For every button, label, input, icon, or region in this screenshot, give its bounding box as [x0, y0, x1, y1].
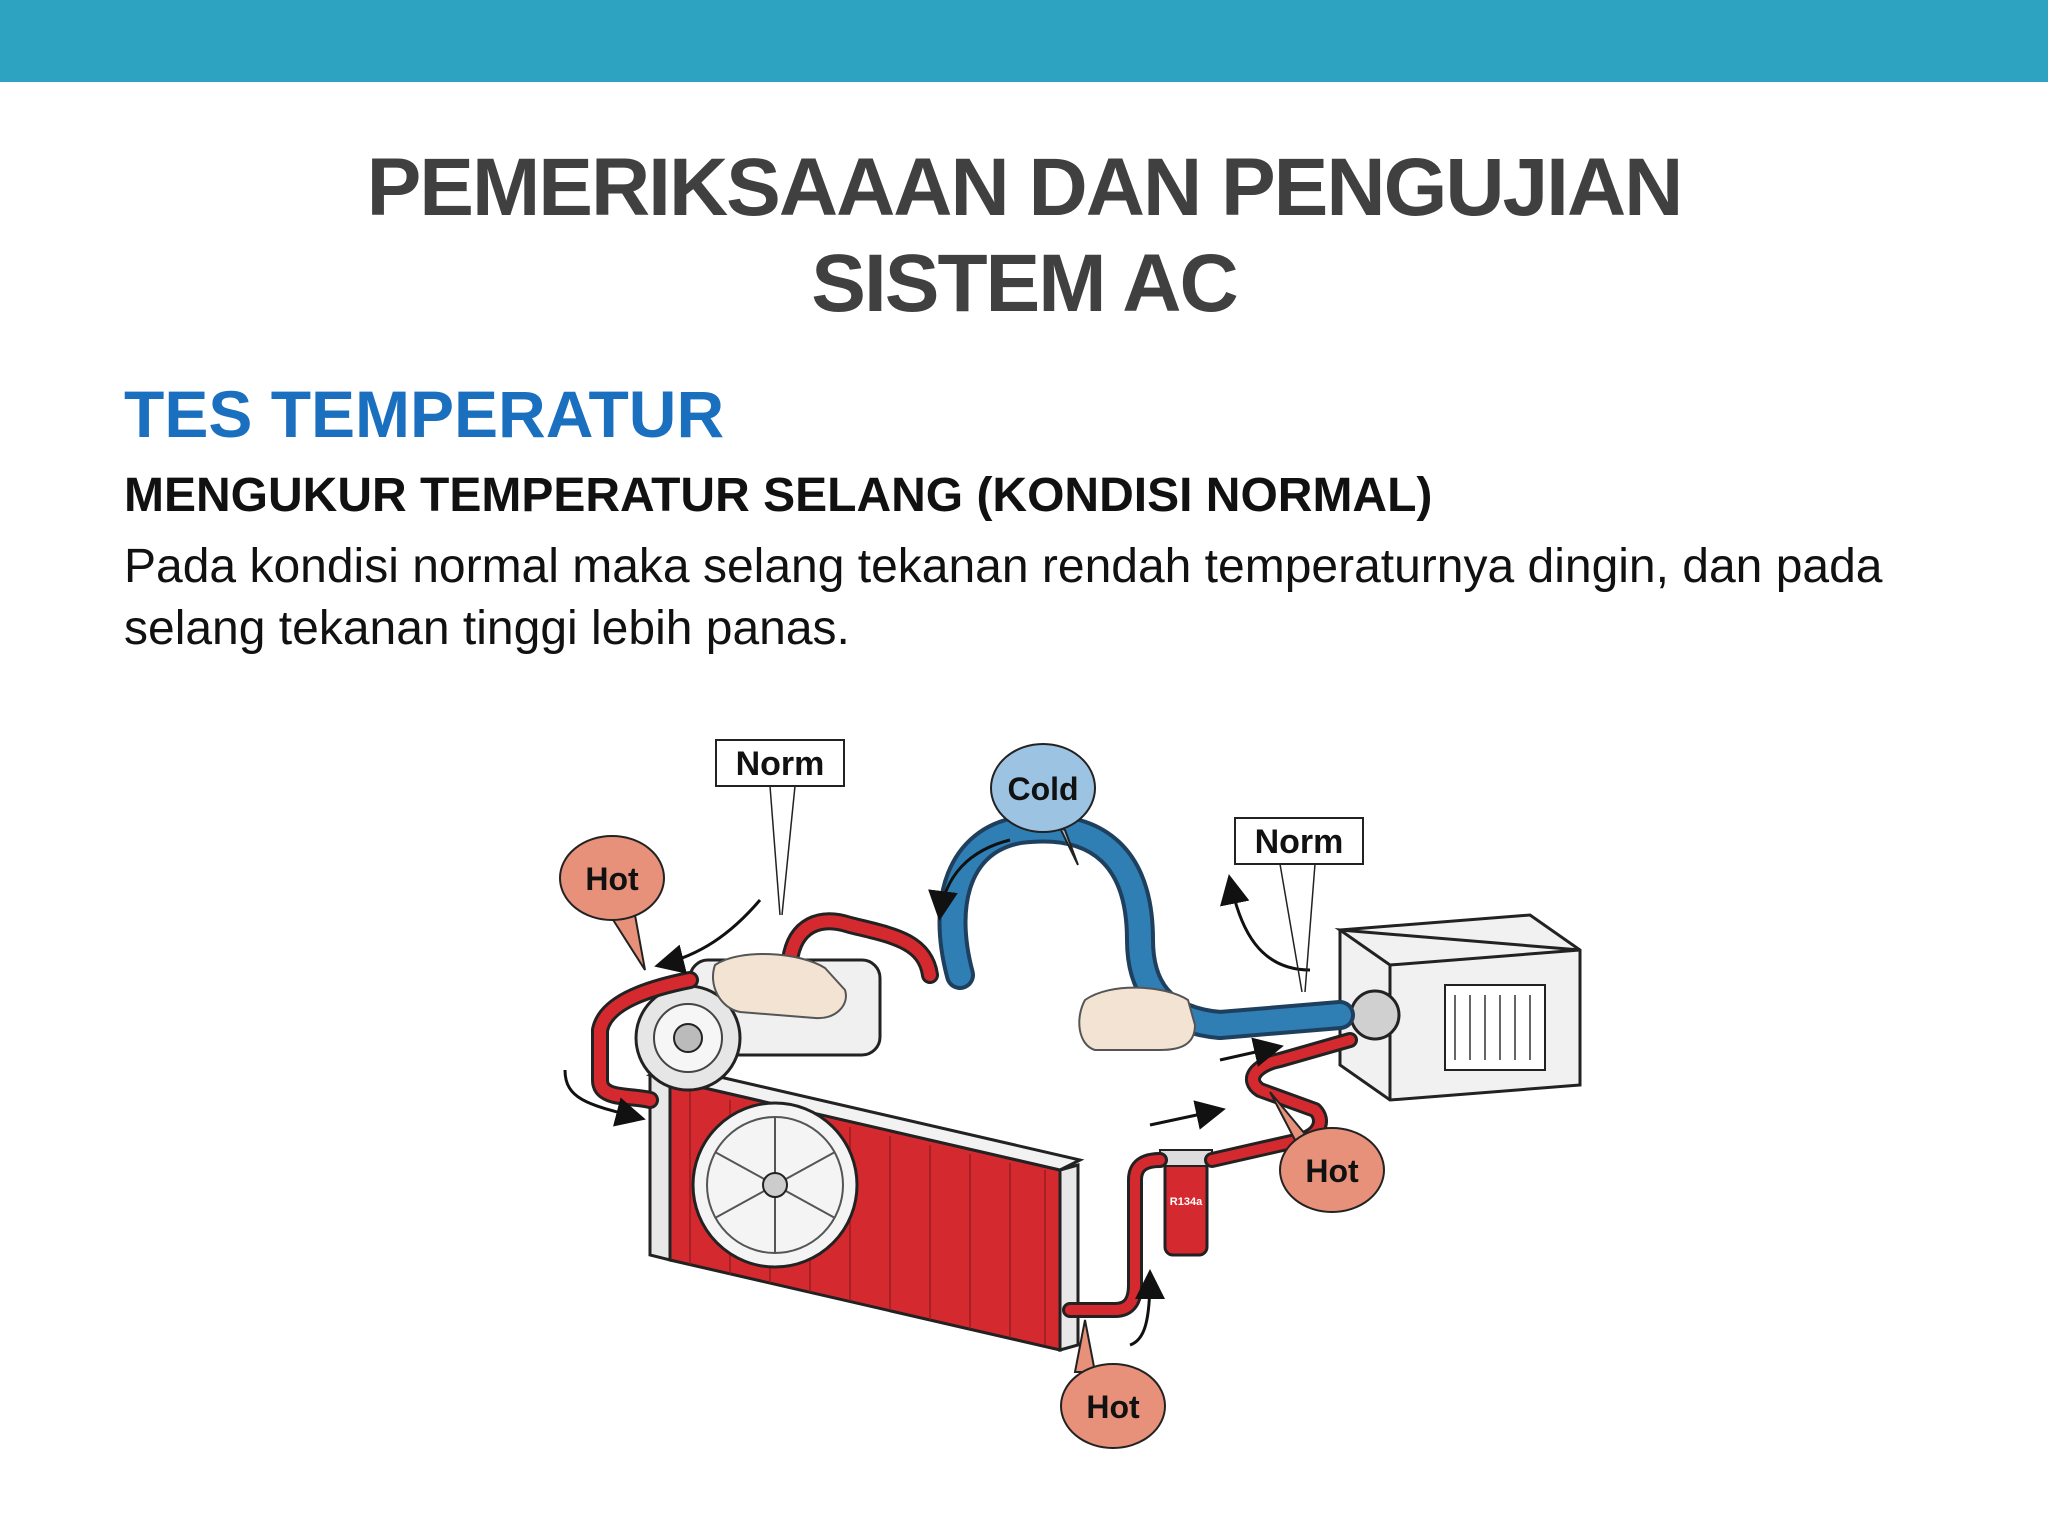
bubble-hot-left: Hot: [559, 835, 665, 971]
norm-pointer-lines: [769, 785, 1316, 993]
fan-icon: [691, 1101, 859, 1269]
bubble-hot-right: Hot: [1269, 1091, 1385, 1213]
evaporator-unit-icon: [1334, 913, 1582, 1102]
bubble-hot-bottom: Hot: [1060, 1319, 1166, 1449]
ac-system-diagram: R134a Norm: [540, 720, 1600, 1460]
section-heading: TES TEMPERATUR: [124, 377, 725, 451]
bubble-hot-right-text: Hot: [1305, 1153, 1359, 1189]
slide-title-line-2: SISTEM AC: [811, 238, 1238, 329]
slide-title: PEMERIKSAAAN DAN PENGUJIAN SISTEM AC: [0, 140, 2048, 332]
receiver-dryer-icon: R134a: [1159, 1149, 1213, 1257]
section-subheading: MENGUKUR TEMPERATUR SELANG (KONDISI NORM…: [124, 469, 1433, 522]
ac-system-illustration: R134a Norm: [559, 739, 1582, 1449]
hand-right-icon: [1078, 986, 1197, 1051]
bubble-hot-bottom-text: Hot: [1086, 1389, 1140, 1425]
bubble-hot-left-text: Hot: [585, 861, 639, 897]
label-norm-left-text: Norm: [736, 745, 825, 783]
bubble-cold-text: Cold: [1007, 771, 1078, 807]
hand-left-icon: [712, 952, 847, 1020]
label-norm-right-text: Norm: [1255, 823, 1344, 861]
slide-title-line-1: PEMERIKSAAAN DAN PENGUJIAN: [366, 142, 1684, 233]
top-accent-bar: [0, 0, 2048, 82]
label-norm-left: Norm: [715, 739, 845, 787]
flow-arrows: [563, 838, 1311, 1347]
bubble-cold: Cold: [990, 743, 1096, 866]
label-norm-right: Norm: [1234, 817, 1364, 865]
receiver-label: R134a: [1170, 1196, 1203, 1208]
body-paragraph: Pada kondisi normal maka selang tekanan …: [124, 540, 1883, 655]
